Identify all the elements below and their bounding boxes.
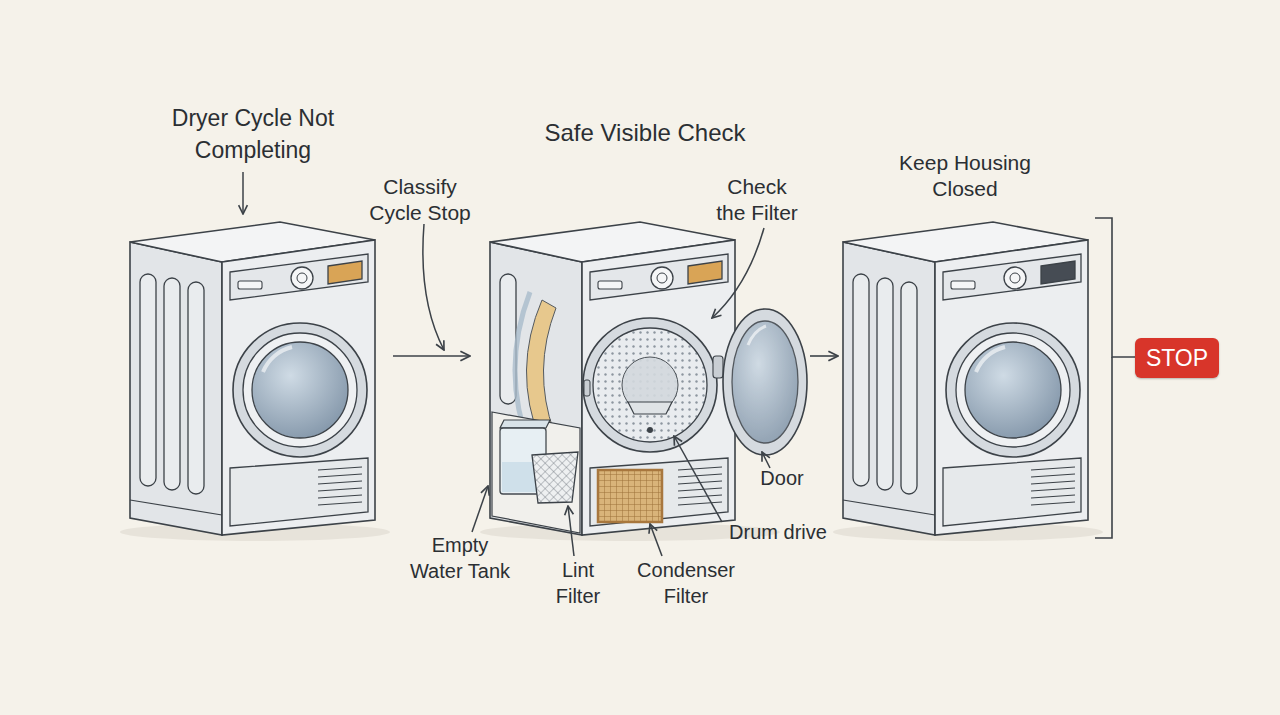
dryer-step: Dryer Cycle Not Completing [125,100,393,545]
bracket [1095,357,1112,538]
door-hinge [713,356,723,378]
leader-arrow [242,172,244,214]
door-glass [732,321,798,443]
step-heading: Dryer Cycle Not Completing [165,102,341,166]
step-heading: Safe Visible Check [470,117,820,149]
control-panel [590,254,728,300]
part-label: Lint Filter [547,557,609,609]
door-latch [584,380,590,396]
part-label: Empty Water Tank [403,532,517,584]
step-note: Check the Filter [711,174,803,226]
flow-arrow [810,355,838,357]
knob-center [657,273,667,283]
leader-arrow [472,486,488,532]
leader-arrow [568,506,574,556]
drum-lifter [628,402,672,414]
side-panel [490,242,582,535]
vent-slots [678,467,722,505]
leader-arrow [762,452,770,468]
tank-lid [500,420,550,428]
kick-plate [590,458,728,526]
part-label: Door [742,465,822,491]
condenser-filter [598,470,662,522]
dryer-cutaway [480,222,807,541]
dryer-step: Keep Housing Closed [838,148,1095,545]
display-window [688,261,722,284]
lint-basket [532,452,578,503]
part-label: Drum drive [718,519,838,545]
drum-back [622,357,678,413]
edge-label: Classify Cycle Stop [363,174,477,226]
dryer-illustration [120,222,390,541]
display-window [1041,261,1075,284]
drum-drive [647,427,653,433]
dryer-illustration [833,222,1103,541]
part-label: Condenser Filter [631,557,741,609]
bracket-connector [1095,218,1135,357]
flow-arrow [393,355,470,357]
front-panel [582,240,735,535]
leader-arrow [674,436,722,522]
leader-arrow [650,524,662,556]
display-window [328,261,362,284]
drum-opening [583,318,717,452]
open-door [723,309,807,455]
stop-box: STOP [1135,338,1219,378]
step-heading: Keep Housing Closed [890,150,1040,202]
leader-arrow [712,228,764,318]
program-knob [651,267,673,289]
stop-label: STOP [1146,344,1208,372]
panel-button [598,281,622,289]
cutaway-opening [492,412,580,533]
leader-arrow [423,224,444,350]
perforated-drum [593,328,707,442]
glass-highlight [748,326,766,345]
